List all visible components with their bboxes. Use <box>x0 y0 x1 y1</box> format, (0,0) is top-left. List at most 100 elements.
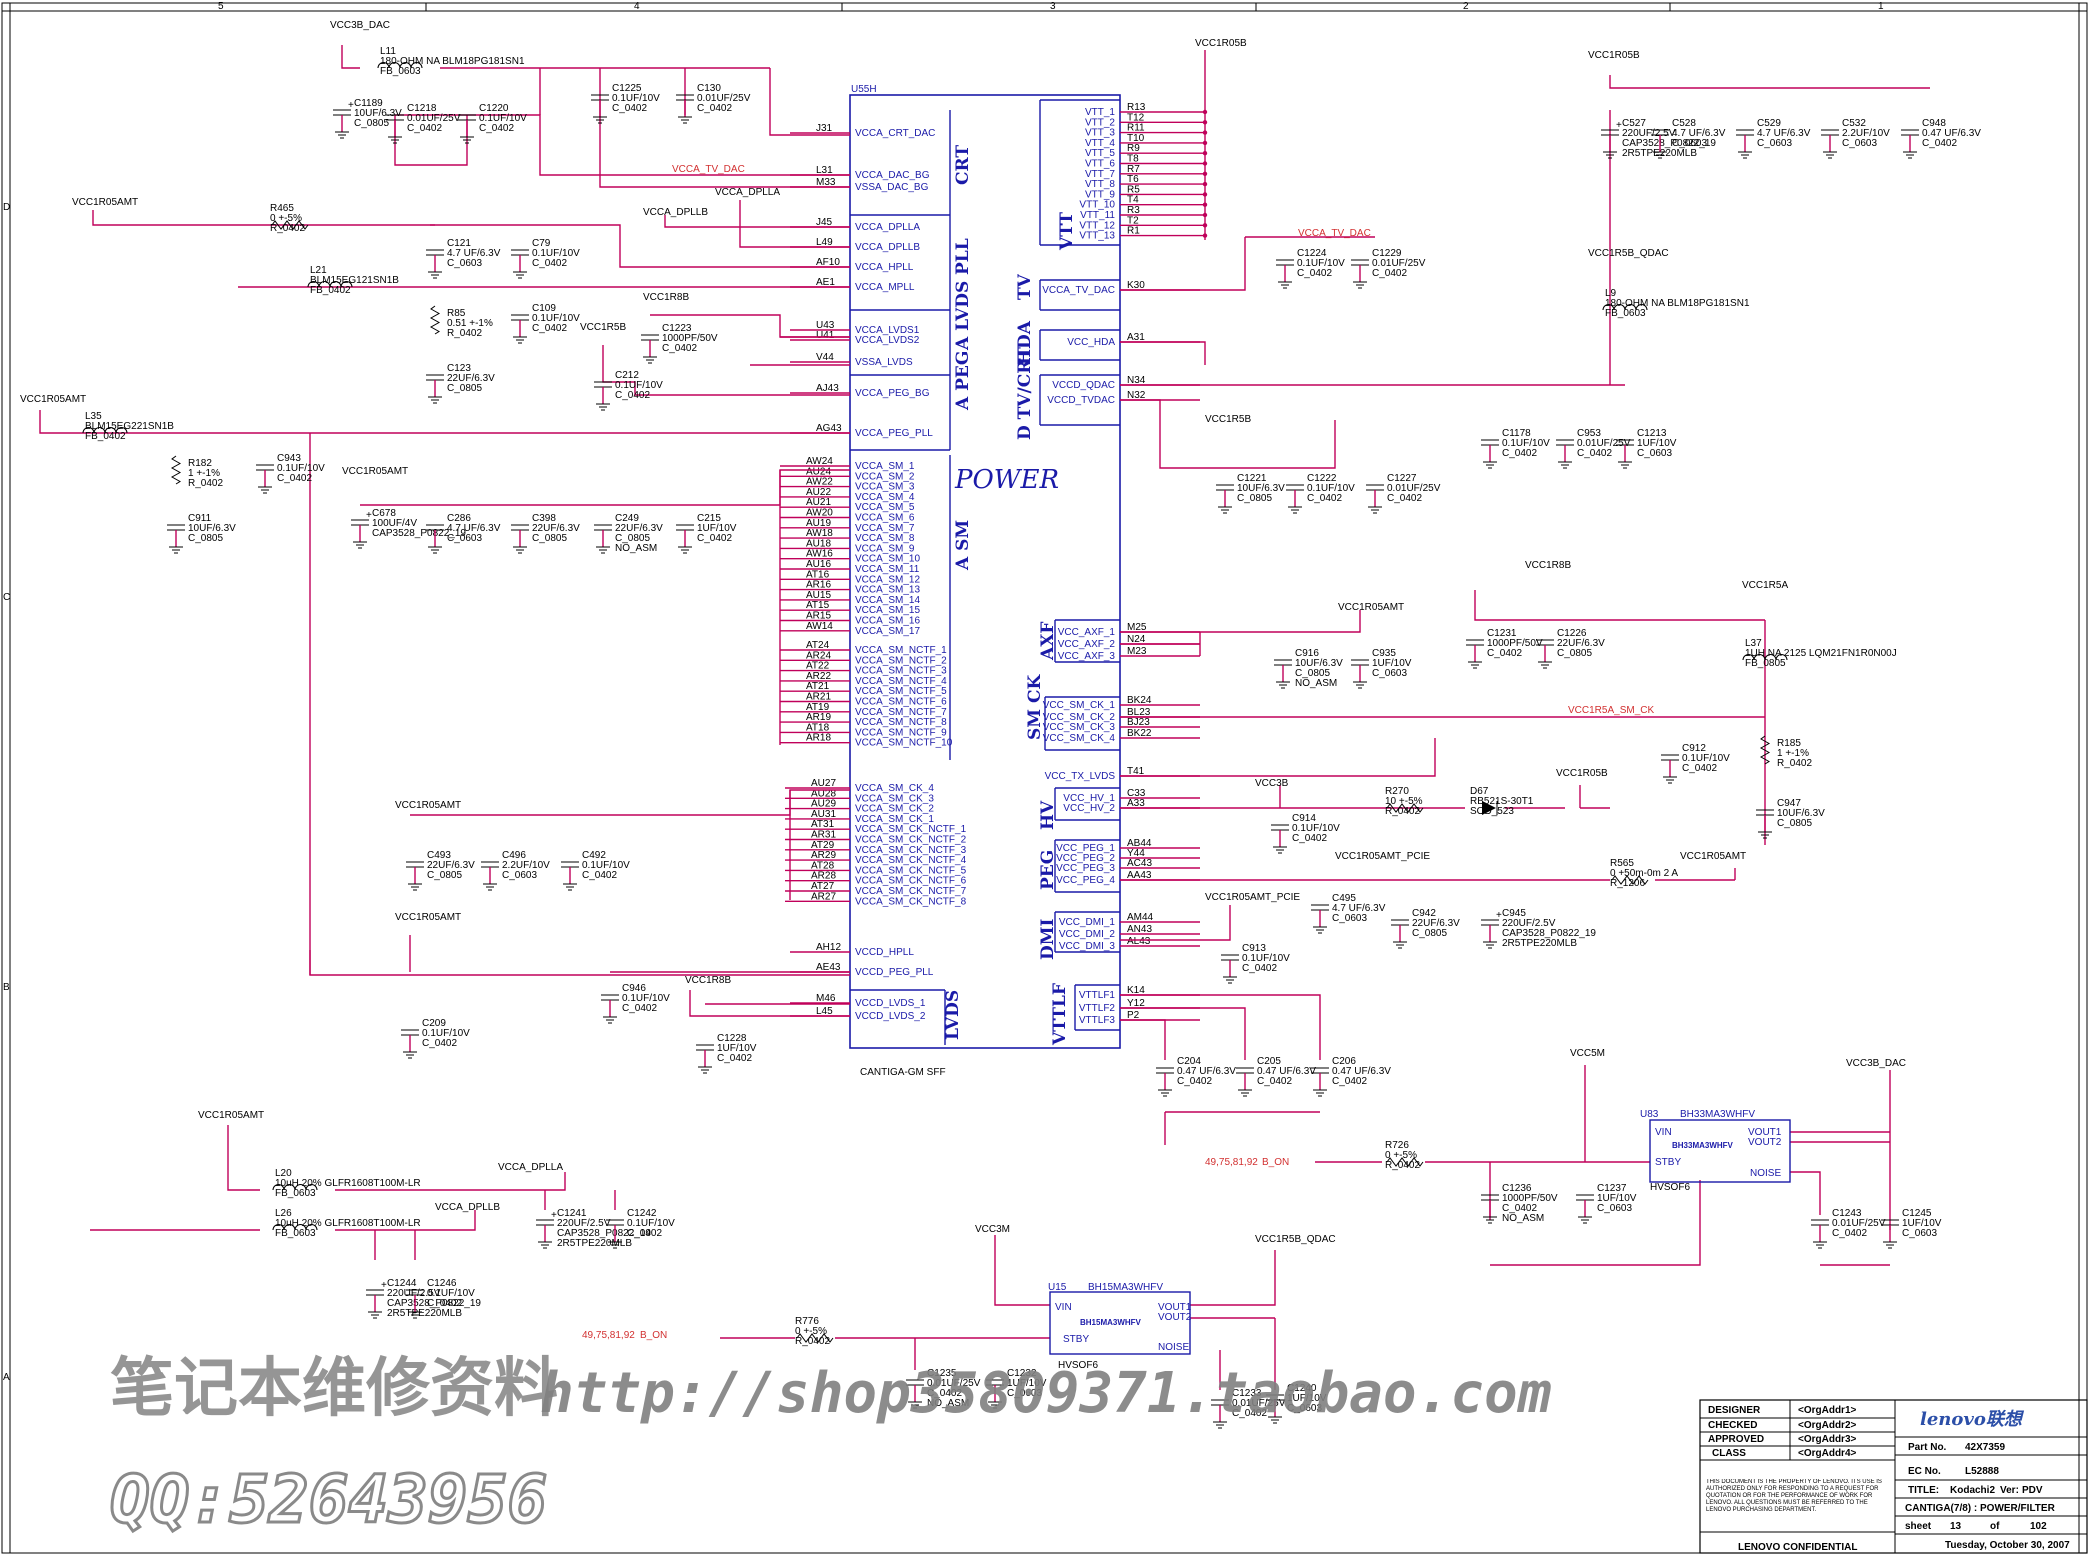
pin-number: M33 <box>816 177 836 188</box>
b-on-refs: 49,75,81,92 <box>582 1330 635 1341</box>
component-ref: C123 <box>447 363 471 374</box>
component-package: C_0603 <box>1332 913 1367 924</box>
col-marker: 2 <box>1463 1 1469 12</box>
inductor-symbol <box>82 427 128 434</box>
component-ref: L37 <box>1745 638 1762 649</box>
pin-number: C33 <box>1127 788 1146 799</box>
component-value: 4.7 UF/6.3V <box>1672 128 1726 139</box>
pin-number: Y12 <box>1127 998 1145 1009</box>
component-ref: C1220 <box>479 103 509 114</box>
component-ref: L26 <box>275 1208 292 1219</box>
pin-name: VCCD_QDAC <box>1052 380 1115 391</box>
component-ref: C1233 <box>1232 1388 1262 1399</box>
pin-name: VCCA_SM_CK_NCTF_2 <box>855 835 967 846</box>
section-title: A PEG <box>953 351 973 411</box>
pin-name: VCCA_SM_16 <box>855 616 920 627</box>
tb-designer: <OrgAddr1> <box>1798 1405 1857 1416</box>
section-title: LVDS <box>943 990 963 1040</box>
component-package: C_0603 <box>502 870 537 881</box>
component-ref: C1226 <box>1557 628 1587 639</box>
component-package: C_0805 <box>427 870 462 881</box>
component-value: 4.7 UF/6.3V <box>447 248 501 259</box>
net-label: VCC1R05AMT <box>395 800 461 811</box>
pin-number: A31 <box>1127 332 1145 343</box>
component-value: 10uH 20% GLFR1608T100M-LR <box>275 1218 421 1229</box>
pin-name: VCCA_SM_14 <box>855 595 920 606</box>
component-package: C_0402 <box>1682 763 1717 774</box>
component-value: 22UF/6.3V <box>427 860 475 871</box>
component-package: C_0402 <box>1177 1076 1212 1087</box>
component-ref: C204 <box>1177 1056 1201 1067</box>
component-ref: C529 <box>1757 118 1781 129</box>
net-label: VCC1R5B <box>580 322 626 333</box>
component-value: 1UF/10V <box>1902 1218 1942 1229</box>
pin-name: VCC_HDA <box>1067 337 1115 348</box>
pin-name: VTT_8 <box>1085 179 1115 190</box>
pin-name: VCCD_HPLL <box>855 947 914 958</box>
component-note: NO_ASM <box>1295 678 1337 689</box>
section-title: SM CK <box>1025 673 1045 740</box>
component-ref: C1229 <box>1372 248 1402 259</box>
net-label: VCC1R8B <box>1525 560 1571 571</box>
component-value: 1UF/10V <box>1637 438 1677 449</box>
component-package: C_0402 <box>1502 448 1537 459</box>
polarity-mark: + <box>551 1210 557 1221</box>
resistor-symbol <box>1386 803 1424 813</box>
tb-approved-label: APPROVED <box>1708 1434 1764 1445</box>
component-package: C_0402 <box>717 1053 752 1064</box>
pin-number: U41 <box>816 330 835 341</box>
inductor-symbol <box>377 62 423 69</box>
u15-pkg: HVSOF6 <box>1058 1360 1098 1371</box>
component-ref: C942 <box>1412 908 1436 919</box>
component-value: 0.47 UF/6.3V <box>1177 1066 1236 1077</box>
pin-name: VCCA_SM_3 <box>855 482 915 493</box>
pin-number: AF10 <box>816 257 840 268</box>
u83-pin: VOUT1 <box>1748 1127 1782 1138</box>
net-label: VCCA_DPLLA <box>715 187 780 198</box>
component-package: CAP3528_P0822_19 <box>1502 928 1596 939</box>
component-value: 0.01UF/25V <box>1387 483 1441 494</box>
component-package: C_0603 <box>1902 1228 1937 1239</box>
component-note: 2R5TPE220MLB <box>557 1238 632 1249</box>
component-package: C_0402 <box>927 1388 962 1399</box>
tb-sheet: 13 <box>1950 1521 1962 1532</box>
component-package: C_0402 <box>532 323 567 334</box>
section-title: HV <box>1038 800 1058 830</box>
pin-number: AR28 <box>811 871 836 882</box>
pin-name: VCCA_SM_CK_3 <box>855 793 934 804</box>
component-ref: C209 <box>422 1018 446 1029</box>
pin-number: N32 <box>1127 390 1146 401</box>
component-ref: C1228 <box>717 1033 747 1044</box>
pin-number: AT29 <box>811 840 835 851</box>
component-value: 1UF/10V <box>1597 1193 1637 1204</box>
component-ref: C79 <box>532 238 551 249</box>
component-value: 0.01UF/25V <box>1577 438 1631 449</box>
polarity-mark: + <box>1616 120 1622 131</box>
net-label: VCC5M <box>1570 1048 1605 1059</box>
component-ref: C398 <box>532 513 556 524</box>
component-ref: C109 <box>532 303 556 314</box>
pin-name: VCC_PEG_2 <box>1056 853 1115 864</box>
chip-part: CANTIGA-GM SFF <box>860 1067 946 1078</box>
component-value: 220UF/2.5V <box>557 1218 611 1229</box>
u15-inner-part: BH15MA3WHFV <box>1080 1318 1142 1327</box>
row-marker: C <box>3 592 10 603</box>
col-marker: 3 <box>1050 1 1056 12</box>
row-marker: A <box>3 1372 10 1383</box>
component-value: 0.1UF/10V <box>479 113 527 124</box>
pin-number: AW14 <box>806 621 833 632</box>
component-value: 22UF/6.3V <box>532 523 580 534</box>
component-ref: C532 <box>1842 118 1866 129</box>
pin-number: AJ43 <box>816 383 839 394</box>
u15-ref: U15 <box>1048 1282 1067 1293</box>
row-marker: D <box>3 202 10 213</box>
component-package: C_0805 <box>1237 493 1272 504</box>
pin-name: VCC_AXF_1 <box>1058 627 1116 638</box>
component-note: 2R5TPE220MLB <box>387 1308 462 1319</box>
component-package: C_0805 <box>188 533 223 544</box>
u83-pin: VIN <box>1655 1127 1672 1138</box>
tb-page-title: CANTIGA(7/8) : POWER/FILTER <box>1905 1503 2056 1514</box>
pin-number: T6 <box>1127 174 1139 185</box>
pin-number: BK24 <box>1127 695 1152 706</box>
component-package: R_0402 <box>1385 806 1420 817</box>
